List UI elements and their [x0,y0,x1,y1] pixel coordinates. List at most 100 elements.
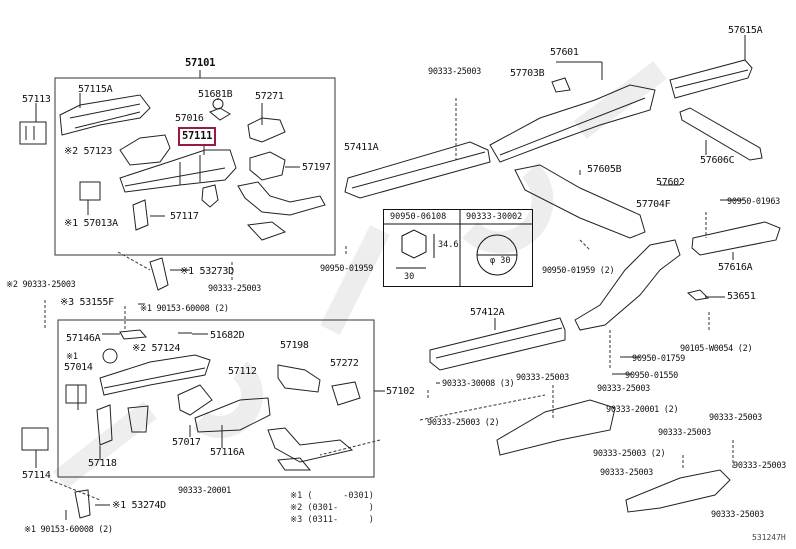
part-label-57117[interactable]: 57117 [170,211,199,222]
legend-row: ※2 (0301- ) [290,503,374,513]
part-label-57016[interactable]: 57016 [175,113,204,124]
part-57014-drawing [65,384,87,404]
part-57615A-drawing [669,59,753,99]
part-51681B-drawing [212,98,224,110]
part-57271-drawing [247,117,286,143]
part-57198-drawing [277,364,321,393]
part-rear-right-drawing [625,469,731,513]
part-label-90153-60008-a[interactable]: ※1 90153-60008 (2) [140,304,229,314]
part-label-90333-25003-h[interactable]: 90333-25003 [600,468,653,478]
part-label-90333-25003-a[interactable]: 90333-25003 [208,284,261,294]
part-label-90950-01759[interactable]: 90950-01759 [632,354,685,364]
part-label-57013a[interactable]: ※1 57013A [64,218,118,229]
part-57112-drawing [99,354,211,396]
part-57123-drawing [119,134,171,166]
part-label-57601[interactable]: 57601 [550,47,579,58]
part-57606C-drawing [679,107,763,161]
part-label-57101[interactable]: 57101 [185,57,216,69]
part-label-90153-60008-b[interactable]: ※1 90153-60008 (2) [24,525,113,535]
part-label-57605b[interactable]: 57605B [587,164,622,175]
part-label-90333-25003-g[interactable]: 90333-25003 [733,461,786,471]
catalog-number: 531247H [752,533,786,542]
part-label-90333-25003-i[interactable]: 90333-25003 [711,510,764,520]
part-label-90333-25003-f[interactable]: 90333-25003 [658,428,711,438]
part-label-57112[interactable]: 57112 [228,366,257,377]
part-label-90333-25003-top[interactable]: 90333-25003 [428,67,481,77]
part-label-57014[interactable]: 57014 [64,362,93,373]
part-label-57198[interactable]: 57198 [280,340,309,351]
part-label-90333-20001-a[interactable]: 90333-20001 [178,486,231,496]
part-floor-lower-drawing [267,427,354,471]
part-label-57412a[interactable]: 57412A [470,307,505,318]
part-label-57197[interactable]: 57197 [302,162,331,173]
spec-right-part[interactable]: 90333-30002 [466,212,523,222]
part-57146A-drawing [119,329,148,340]
part-57703B-drawing [551,77,571,93]
date-range-legend: ※1 ( -0301) ※2 (0301- ) ※3 (0311- ) [290,490,374,526]
part-label-53273d[interactable]: ※1 53273D [180,266,234,277]
part-label-53651[interactable]: 53651 [727,291,756,302]
part-label-90333-20001-2[interactable]: 90333-20001 (2) [606,405,679,415]
part-label-57616a[interactable]: 57616A [718,262,753,273]
part-label-51681b[interactable]: 51681B [198,89,233,100]
part-57411A-drawing [344,141,491,199]
part-rear-left-drawing [496,399,616,456]
part-label-90950-01959-2[interactable]: 90950-01959 (2) [542,266,615,276]
part-label-57272[interactable]: 57272 [330,358,359,369]
part-bracket-drawing [201,184,219,208]
part-label-53155f[interactable]: ※3 53155F [60,297,114,308]
part-57017-drawing [177,384,213,416]
part-label-57115a[interactable]: 57115A [78,84,113,95]
spec-hex-width: 30 [404,272,415,282]
part-label-57116a[interactable]: 57116A [210,447,245,458]
part-label-57606c[interactable]: 57606C [700,155,735,166]
part-57117-drawing [132,199,149,231]
part-label-90333-25003-d[interactable]: 90333-25003 [597,384,650,394]
part-label-90105-w0054[interactable]: 90105-W0054 (2) [680,344,753,354]
part-57013A-drawing [79,181,101,201]
spec-box: 90950-06108 90333-30002 34.6 30 φ 30 [383,209,533,287]
part-label-90333-25003-2a[interactable]: 90333-25003 (2) [427,418,500,428]
part-label-57271[interactable]: 57271 [255,91,284,102]
part-label-57114[interactable]: 57114 [22,470,51,481]
part-57118-drawing [96,404,113,446]
part-label-90333-30008[interactable]: 90333-30008 (3) [442,379,515,389]
part-label-57118[interactable]: 57118 [88,458,117,469]
assembly-frame-57102 [57,319,385,478]
part-label-57602[interactable]: 57602 [656,177,685,188]
part-label-90950-01550[interactable]: 90950-01550 [625,371,678,381]
part-label-90333-25003-c[interactable]: 90333-25003 [516,373,569,383]
part-57197-drawing [249,151,286,181]
part-57124-drawing [102,348,118,364]
watermark [53,61,667,489]
part-label-57704f[interactable]: 57704F [636,199,671,210]
part-label-90333-25003-2b[interactable]: 90333-25003 (2) [593,449,666,459]
part-57601-drawing [489,84,656,163]
part-57605B-drawing [514,164,646,239]
part-label-90333-25003-e[interactable]: 90333-25003 [709,413,762,423]
part-label-51682d[interactable]: 51682D [210,330,245,341]
spec-left-part[interactable]: 90950-06108 [390,212,447,222]
part-label-57146a[interactable]: 57146A [66,333,101,344]
part-label-57111-highlighted[interactable]: 57111 [177,127,217,146]
part-57616A-drawing [691,221,781,256]
part-label-57123[interactable]: ※2 57123 [64,146,113,157]
part-label-90950-01959[interactable]: 90950-01959 [320,264,373,274]
leader-lines-solid [35,35,746,520]
part-label-90333-25003-b[interactable]: ※2 90333-25003 [6,280,76,290]
part-label-57017[interactable]: 57017 [172,437,201,448]
part-57113-drawing [19,121,47,145]
part-label-57014-mark: ※1 [66,352,78,362]
part-label-57411a[interactable]: 57411A [344,142,379,153]
part-label-57615a[interactable]: 57615A [728,25,763,36]
part-label-57102[interactable]: 57102 [386,386,415,397]
legend-row: ※3 (0311- ) [290,515,374,525]
part-label-53274d[interactable]: ※1 53274D [112,500,166,511]
part-label-57124[interactable]: ※2 57124 [132,343,181,354]
part-53651-drawing [686,289,710,301]
part-label-90950-01963[interactable]: 90950-01963 [727,197,780,207]
part-label-57113[interactable]: 57113 [22,94,51,105]
part-label-57703b[interactable]: 57703B [510,68,545,79]
